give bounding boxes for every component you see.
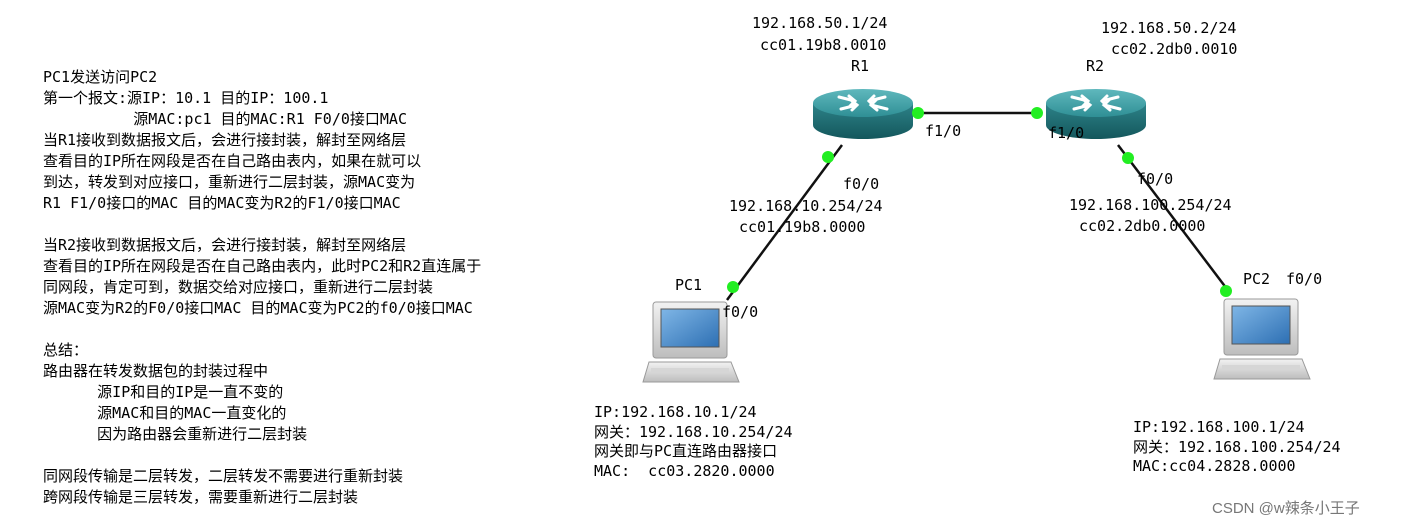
note-line: 同网段，肯定可到，数据交给对应接口，重新进行二层封装 — [43, 278, 434, 296]
pc1-info-line: 网关：192.168.10.254/24 — [594, 422, 793, 441]
r1-f0-ip: 192.168.10.254/24 — [729, 197, 883, 215]
router-r1[interactable] — [813, 89, 913, 139]
r1-f1-mac: cc01.19b8.0010 — [760, 36, 887, 54]
r1-f0-mac: cc01.19b8.0000 — [739, 218, 866, 236]
note-line: 查看目的IP所在网段是否在自己路由表内，此时PC2和R2直连属于 — [43, 257, 482, 275]
note-line: 当R2接收到数据报文后，会进行接封装，解封至网络层 — [43, 236, 407, 254]
r1-f0-link-dot — [822, 151, 834, 163]
pc1-name: PC1 — [675, 276, 703, 294]
note-line: 当R1接收到数据报文后，会进行接封装，解封至网络层 — [43, 131, 407, 149]
pc1-info-line: 网关即与PC直连路由器接口 — [594, 442, 778, 460]
r2-name: R2 — [1086, 57, 1105, 75]
r1-name: R1 — [851, 57, 870, 75]
router-arrows-icon — [837, 94, 889, 112]
r2-f0-port: f0/0 — [1137, 170, 1174, 188]
r1-f1-link-dot — [912, 107, 924, 119]
note-line: 路由器在转发数据包的封装过程中 — [43, 362, 269, 380]
r1-f1-port: f1/0 — [925, 122, 962, 140]
note-line: 源MAC:pc1 目的MAC:R1 F0/0接口MAC — [43, 110, 407, 128]
note-line: 查看目的IP所在网段是否在自己路由表内，如果在就可以 — [43, 152, 422, 170]
r2-f1-port: f1/0 — [1048, 124, 1085, 142]
pc1-info-line: MAC: cc03.2820.0000 — [594, 461, 775, 480]
pc1-f0-link-dot — [727, 281, 739, 293]
pc1-info-line: IP:192.168.10.1/24 — [594, 403, 757, 421]
r2-f1-mac: cc02.2db0.0010 — [1111, 40, 1238, 58]
note-line: 同网段传输是二层转发，二层转发不需要进行重新封装 — [43, 467, 404, 485]
r2-f0-link-dot — [1122, 152, 1134, 164]
note-line: 源MAC和目的MAC一直变化的 — [43, 404, 287, 422]
pc2-f0-link-dot — [1220, 285, 1232, 297]
note-line: 到达，转发到对应接口，重新进行二层封装，源MAC变为 — [43, 173, 416, 191]
note-line: 第一个报文:源IP：10.1 目的IP：100.1 — [43, 89, 329, 107]
r2-f0-ip: 192.168.100.254/24 — [1069, 196, 1232, 214]
csdn-watermark: CSDN @w辣条小王子 — [1212, 500, 1360, 517]
note-line: 源IP和目的IP是一直不变的 — [43, 383, 284, 401]
r1-f0-port: f0/0 — [843, 175, 880, 193]
pc1-port: f0/0 — [722, 303, 759, 321]
link-r1-pc1 — [725, 144, 844, 301]
r2-f1-link-dot — [1031, 107, 1043, 119]
router-arrows-icon — [1070, 94, 1122, 112]
pc2-info-line: IP:192.168.100.1/24 — [1133, 418, 1305, 436]
pc2-port: f0/0 — [1286, 270, 1323, 288]
pc2-info-line: 网关：192.168.100.254/24 — [1133, 437, 1341, 456]
explanation-notes: PC1发送访问PC2 第一个报文:源IP：10.1 目的IP：100.1 源MAC… — [43, 67, 481, 508]
router-r2[interactable] — [1046, 89, 1146, 139]
r2-f1-ip: 192.168.50.2/24 — [1101, 19, 1237, 37]
r2-f0-mac: cc02.2db0.0000 — [1079, 217, 1206, 235]
note-line: 总结： — [43, 341, 89, 359]
pc1-computer-icon[interactable] — [642, 301, 740, 383]
pc2-info-line: MAC:cc04.2828.0000 — [1133, 457, 1296, 475]
note-line: PC1发送访问PC2 — [43, 68, 158, 86]
pc2-computer-icon[interactable] — [1213, 298, 1311, 380]
note-line: 跨网段传输是三层转发，需要重新进行二层封装 — [43, 488, 359, 506]
note-line: R1 F1/0接口的MAC 目的MAC变为R2的F1/0接口MAC — [43, 194, 401, 212]
note-line: 因为路由器会重新进行二层封装 — [43, 425, 308, 443]
link-r2-pc2 — [1117, 144, 1231, 294]
pc2-name: PC2 — [1243, 270, 1271, 288]
r1-f1-ip: 192.168.50.1/24 — [752, 14, 888, 32]
note-line: 源MAC变为R2的F0/0接口MAC 目的MAC变为PC2的f0/0接口MAC — [43, 299, 473, 317]
